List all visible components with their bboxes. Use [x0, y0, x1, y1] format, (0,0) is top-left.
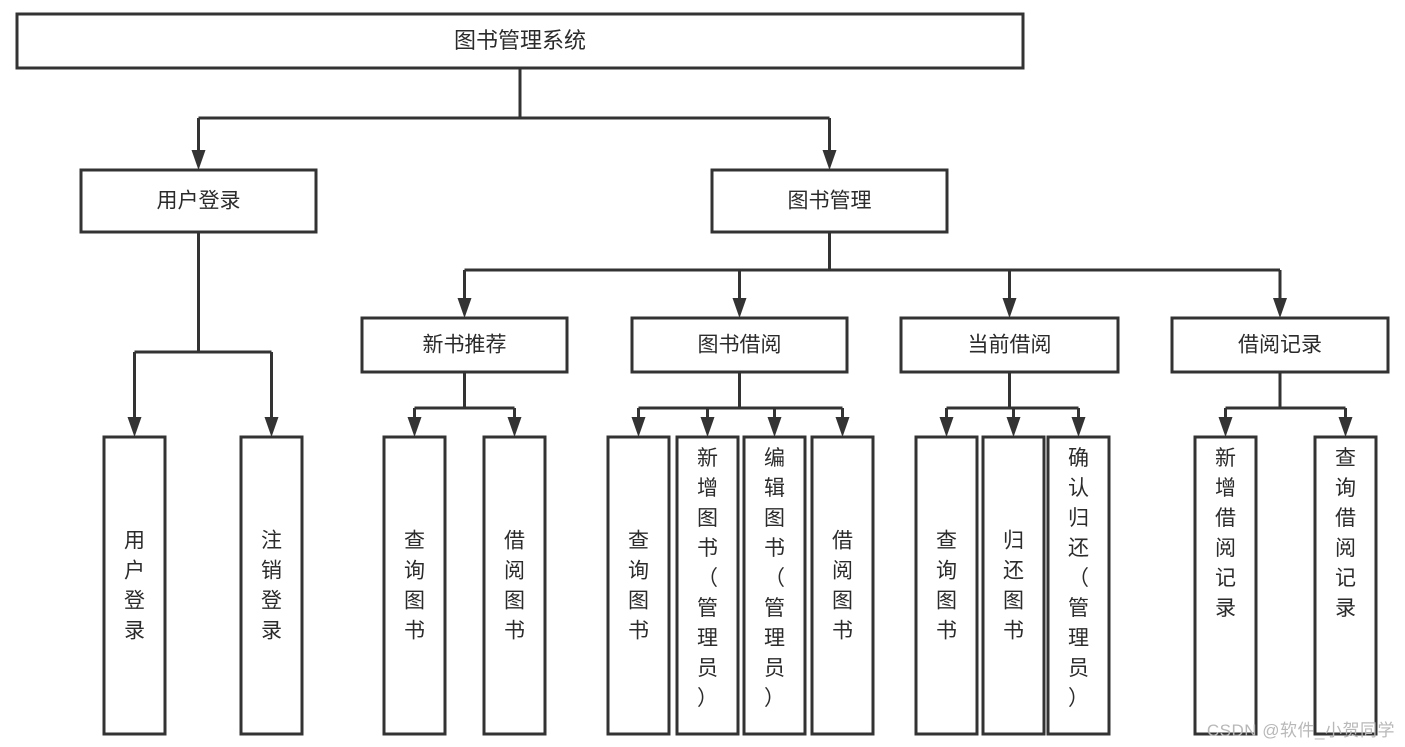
node-label-borrow-record: 借阅记录 — [1238, 334, 1322, 357]
node-label-leaf-borrow-book-recommend: 借阅图书 — [504, 530, 525, 643]
node-borrow-record[interactable]: 借阅记录 — [1170, 316, 1390, 374]
node-leaf-borrow-book-recommend[interactable]: 借阅图书 — [482, 435, 547, 736]
conn-root-arrow-0 — [191, 150, 206, 170]
conn-current-borrow-arrow-1 — [1006, 417, 1021, 437]
node-new-book-recommend[interactable]: 新书推荐 — [360, 316, 569, 374]
node-box-book-borrow — [630, 316, 849, 374]
node-label-book-borrow: 图书借阅 — [698, 334, 782, 357]
conn-new-book-recommend-arrow-1 — [507, 417, 522, 437]
node-label-leaf-borrow-book: 借阅图书 — [832, 530, 853, 643]
node-box-borrow-record — [1170, 316, 1390, 374]
node-box-leaf-query-book-borrow — [606, 435, 671, 736]
node-label-leaf-query-borrow-record: 查询借阅记录 — [1335, 447, 1356, 620]
node-box-leaf-query-book-recommend — [382, 435, 447, 736]
node-box-leaf-user-login — [102, 435, 167, 736]
node-leaf-confirm-return[interactable]: 确认归还（管理员） — [1046, 435, 1111, 736]
node-label-leaf-query-book-borrow: 查询图书 — [628, 530, 649, 643]
node-box-user-login — [79, 168, 318, 234]
node-box-leaf-add-book — [675, 435, 740, 736]
conn-current-borrow-arrow-2 — [1071, 417, 1086, 437]
node-leaf-logout[interactable]: 注销登录 — [239, 435, 304, 736]
node-box-leaf-query-book-current — [914, 435, 979, 736]
conn-borrow-record-arrow-1 — [1338, 417, 1353, 437]
conn-new-book-recommend-arrow-0 — [407, 417, 422, 437]
node-label-user-login: 用户登录 — [157, 190, 241, 213]
conn-bookmgmt-arrow-1 — [732, 298, 747, 318]
node-user-login[interactable]: 用户登录 — [79, 168, 318, 234]
node-leaf-borrow-book[interactable]: 借阅图书 — [810, 435, 875, 736]
node-box-book-management — [710, 168, 949, 234]
node-label-leaf-query-book-recommend: 查询图书 — [404, 530, 425, 643]
node-box-leaf-borrow-book-recommend — [482, 435, 547, 736]
node-label-leaf-query-book-current: 查询图书 — [936, 530, 957, 643]
conn-root-arrow-1 — [822, 150, 837, 170]
node-leaf-add-book[interactable]: 新增图书（管理员） — [675, 435, 740, 736]
node-box-leaf-logout — [239, 435, 304, 736]
node-label-current-borrow: 当前借阅 — [968, 334, 1052, 357]
node-leaf-edit-book[interactable]: 编辑图书（管理员） — [742, 435, 807, 736]
node-book-borrow[interactable]: 图书借阅 — [630, 316, 849, 374]
node-label-root: 图书管理系统 — [454, 28, 586, 53]
conn-book-borrow-arrow-1 — [700, 417, 715, 437]
node-leaf-add-borrow-record[interactable]: 新增借阅记录 — [1193, 435, 1258, 736]
node-leaf-return-book[interactable]: 归还图书 — [981, 435, 1046, 736]
node-label-leaf-add-borrow-record: 新增借阅记录 — [1215, 447, 1236, 620]
node-label-leaf-confirm-return: 确认归还（管理员） — [1068, 447, 1089, 710]
node-label-leaf-add-book: 新增图书（管理员） — [697, 447, 718, 710]
node-label-leaf-return-book: 归还图书 — [1003, 530, 1024, 643]
node-box-new-book-recommend — [360, 316, 569, 374]
node-leaf-query-book-borrow[interactable]: 查询图书 — [606, 435, 671, 736]
node-box-leaf-return-book — [981, 435, 1046, 736]
node-box-leaf-edit-book — [742, 435, 807, 736]
conn-user-login-arrow-1 — [264, 417, 279, 437]
node-box-root — [15, 12, 1025, 70]
node-box-leaf-confirm-return — [1046, 435, 1111, 736]
node-book-management[interactable]: 图书管理 — [710, 168, 949, 234]
node-leaf-query-borrow-record[interactable]: 查询借阅记录 — [1313, 435, 1378, 736]
conn-book-borrow-arrow-2 — [767, 417, 782, 437]
node-box-current-borrow — [899, 316, 1120, 374]
conn-borrow-record-arrow-0 — [1218, 417, 1233, 437]
conn-user-login-arrow-0 — [127, 417, 142, 437]
conn-current-borrow-arrow-0 — [939, 417, 954, 437]
node-label-leaf-logout: 注销登录 — [261, 530, 282, 643]
node-current-borrow[interactable]: 当前借阅 — [899, 316, 1120, 374]
node-root[interactable]: 图书管理系统 — [15, 12, 1025, 70]
connectors-layer — [127, 68, 1353, 437]
nodes-layer: 图书管理系统用户登录图书管理新书推荐图书借阅当前借阅借阅记录用户登录注销登录查询… — [15, 12, 1390, 736]
conn-bookmgmt-arrow-3 — [1273, 298, 1287, 318]
node-box-leaf-query-borrow-record — [1313, 435, 1378, 736]
conn-bookmgmt-arrow-2 — [1002, 298, 1017, 318]
watermark-text: CSDN @软件_小贺同学 — [1206, 721, 1395, 740]
conn-bookmgmt-arrow-0 — [457, 298, 472, 318]
node-leaf-user-login[interactable]: 用户登录 — [102, 435, 167, 736]
conn-book-borrow-arrow-0 — [631, 417, 646, 437]
node-label-book-management: 图书管理 — [788, 190, 872, 213]
node-leaf-query-book-current[interactable]: 查询图书 — [914, 435, 979, 736]
node-leaf-query-book-recommend[interactable]: 查询图书 — [382, 435, 447, 736]
node-box-leaf-borrow-book — [810, 435, 875, 736]
node-label-new-book-recommend: 新书推荐 — [423, 334, 507, 357]
node-label-leaf-user-login: 用户登录 — [124, 530, 145, 643]
conn-book-borrow-arrow-3 — [835, 417, 850, 437]
node-label-leaf-edit-book: 编辑图书（管理员） — [764, 447, 785, 710]
node-box-leaf-add-borrow-record — [1193, 435, 1258, 736]
